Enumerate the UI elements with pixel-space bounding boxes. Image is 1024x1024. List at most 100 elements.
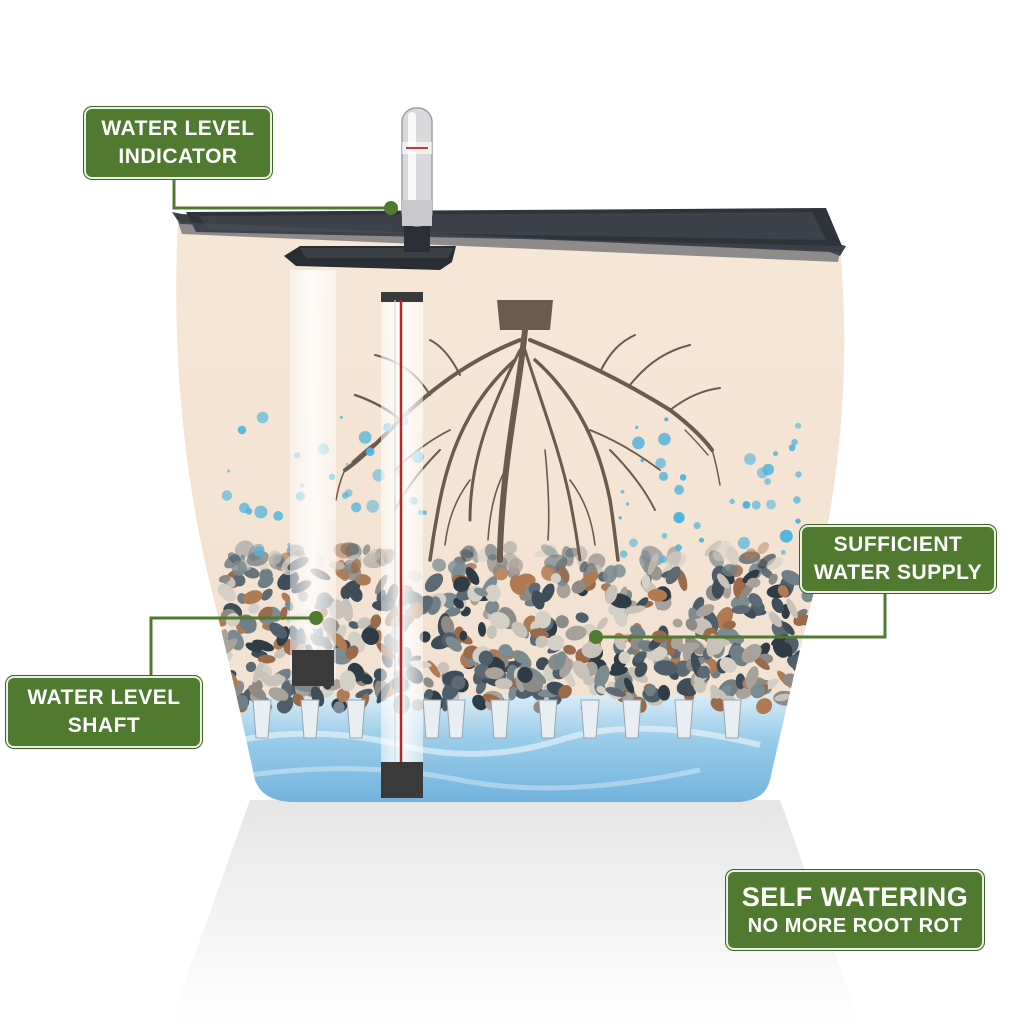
gravel-stone	[370, 614, 382, 629]
gravel-stone	[336, 569, 350, 580]
gravel-stone	[486, 625, 497, 639]
gravel-stone	[774, 693, 791, 702]
wicking-foot	[674, 699, 694, 739]
gravel-stone	[459, 630, 468, 641]
gravel-stone	[349, 586, 363, 602]
water-bubble	[764, 478, 771, 485]
gravel-stone	[269, 622, 288, 639]
gravel-stone	[647, 588, 668, 602]
water-bubble	[699, 537, 704, 543]
gravel-stone	[469, 545, 479, 563]
gravel-stone	[274, 648, 287, 659]
water-bubble	[674, 484, 684, 495]
gravel-stone	[596, 685, 607, 694]
gravel-stone	[634, 662, 648, 678]
water-bubble	[256, 411, 269, 424]
gravel-stone	[594, 665, 610, 689]
callout-subheading: NO MORE ROOT ROT	[747, 915, 963, 937]
water-bubble	[742, 501, 751, 509]
water-bubble	[751, 500, 761, 510]
gravel-stone	[453, 597, 464, 609]
gravel-stone	[511, 621, 528, 638]
gravel-stone	[357, 617, 372, 630]
gravel-stone	[518, 573, 536, 585]
water-bubble	[762, 463, 774, 476]
gravel-stone	[665, 551, 687, 569]
gravel-stone	[575, 612, 589, 623]
gravel-stone	[756, 698, 773, 715]
gravel-stone	[424, 573, 444, 593]
water-bubble	[693, 522, 701, 530]
gravel-stone	[248, 603, 260, 614]
gravel-stone	[484, 543, 499, 561]
gravel-stone	[781, 570, 803, 586]
indicator-rod	[381, 292, 423, 798]
root-system	[335, 300, 721, 563]
gravel-stone	[544, 554, 567, 569]
gravel-stone	[771, 597, 784, 613]
gravel-stone	[602, 565, 618, 584]
water-level-shaft-callout: WATER LEVEL SHAFT	[6, 676, 202, 748]
gravel-stone	[786, 598, 798, 619]
gravel-stone	[333, 701, 345, 714]
water-bubble	[342, 492, 349, 499]
self-watering-callout: SELF WATERING NO MORE ROOT ROT	[726, 870, 984, 950]
water-bubble	[658, 471, 669, 481]
gravel-stone	[445, 636, 462, 652]
water-bubble	[779, 529, 793, 543]
gravel-stone	[758, 566, 774, 579]
water-level-shaft	[290, 270, 336, 686]
gravel-stone	[361, 627, 380, 646]
gravel-stone	[226, 612, 241, 627]
callout-line: WATER SUPPLY	[813, 561, 983, 584]
gravel-stone	[721, 563, 738, 577]
wicking-foot	[722, 699, 742, 739]
gravel-stone	[339, 670, 356, 692]
gravel-stone	[717, 573, 730, 589]
gravel-stone	[672, 618, 683, 628]
gravel-stone	[528, 667, 547, 684]
wicking-foot	[300, 699, 320, 739]
gravel-stone	[485, 584, 501, 602]
water-bubble	[221, 490, 233, 501]
gravel-stone	[745, 548, 758, 561]
wicking-foot	[622, 699, 642, 739]
gravel-stone	[485, 667, 504, 680]
gravel-stone	[498, 644, 513, 659]
gravel-stone	[741, 643, 762, 664]
water-bubble	[788, 444, 796, 452]
gravel-stone	[231, 560, 247, 576]
floor-reflection	[170, 800, 860, 1024]
gravel-stone	[364, 548, 383, 563]
gravel-stone	[800, 659, 818, 678]
gravel-stone	[553, 651, 567, 670]
gravel-stone	[633, 651, 647, 663]
water-bubble	[227, 469, 231, 473]
wicking-foot	[538, 699, 558, 739]
gravel-stone	[685, 618, 698, 631]
water-level-indicator-callout: WATER LEVEL INDICATOR	[84, 107, 272, 179]
gravel-stone	[623, 605, 646, 614]
gravel-stone	[558, 564, 570, 583]
water-bubble	[658, 432, 671, 446]
gravel-stone	[267, 550, 282, 565]
gravel-stone	[216, 691, 229, 703]
callout-line: SUFFICIENT	[833, 533, 963, 556]
gravel-stone	[618, 651, 631, 664]
gravel-stone	[345, 645, 359, 660]
gravel-stone	[722, 620, 736, 630]
leader-dots	[309, 201, 603, 644]
water-level-indicator	[401, 107, 433, 252]
gravel-stone	[657, 684, 671, 701]
gravel-stone	[768, 573, 778, 585]
gravel-stone	[550, 573, 562, 584]
gravel-stone	[605, 687, 626, 697]
gravel-stone	[531, 590, 545, 610]
gravel-stone	[440, 616, 455, 635]
gravel-stone	[693, 680, 707, 693]
water-bubble	[625, 502, 630, 506]
gravel-stone	[719, 657, 737, 673]
gravel-stone	[777, 585, 789, 597]
water-bubble	[795, 518, 801, 524]
